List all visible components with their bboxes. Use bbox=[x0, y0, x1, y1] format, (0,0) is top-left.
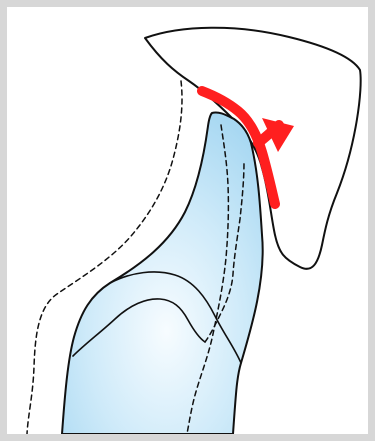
illustration-canvas bbox=[7, 7, 368, 434]
jaw-movement-illustration bbox=[7, 7, 368, 434]
